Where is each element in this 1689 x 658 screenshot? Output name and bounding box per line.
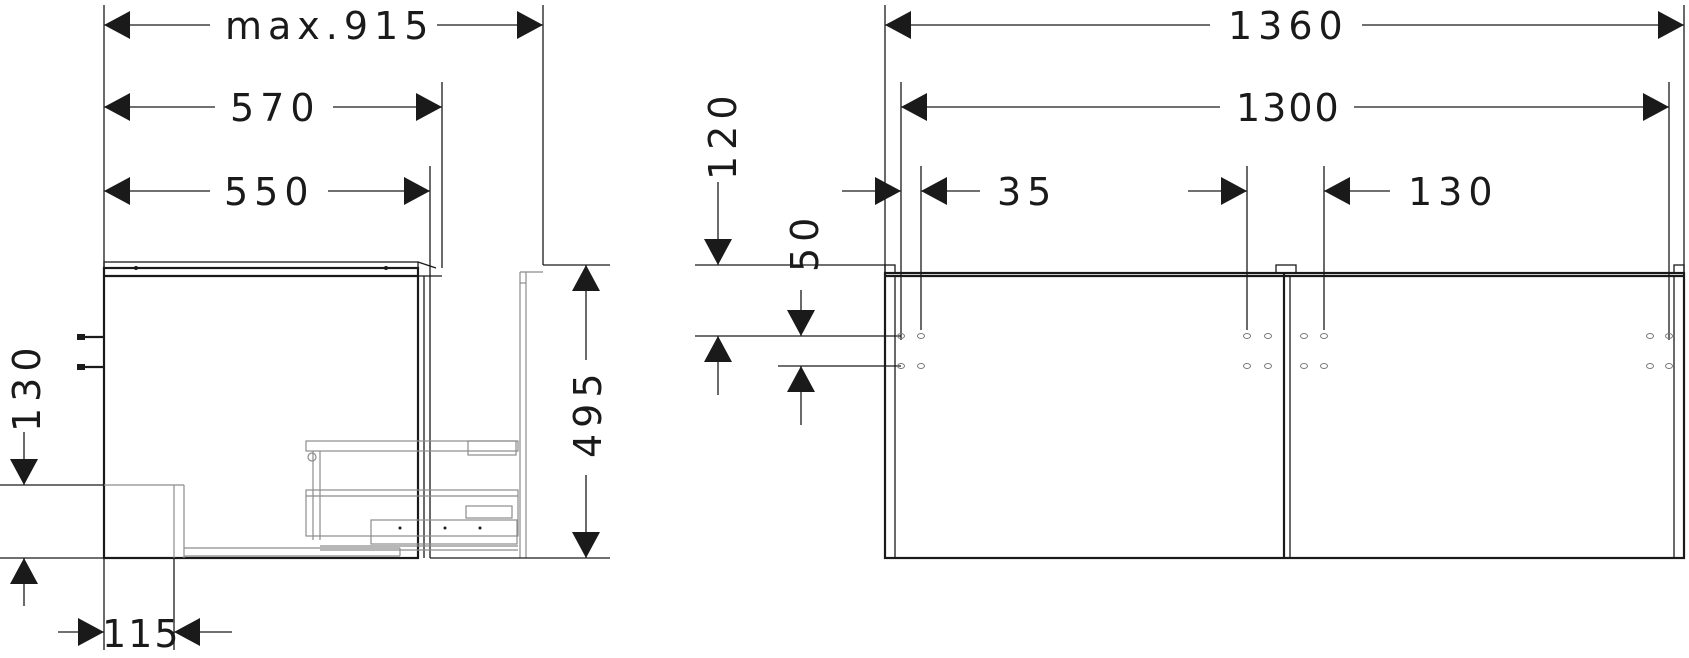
dimension-label-120: 120 — [701, 89, 745, 180]
dimension-label-570: 570 — [230, 86, 321, 130]
cabinet-side-body — [102, 261, 442, 560]
dimension-550: 550 — [104, 170, 430, 214]
dimension-1300: 1300 — [901, 86, 1669, 130]
dimension-label-max-915: max.915 — [225, 4, 434, 48]
dimension-label-550: 550 — [224, 170, 315, 214]
wall-brackets — [77, 334, 104, 370]
dimension-label-130-left: 130 — [5, 341, 49, 432]
dimension-label-50: 50 — [783, 212, 827, 272]
front-view: 1360 1300 35 130 — [695, 4, 1686, 560]
dimension-35: 35 — [842, 170, 1247, 214]
wall-pipe — [0, 484, 401, 559]
dimension-max-915: max.915 — [104, 4, 543, 48]
mounting-holes — [897, 333, 1673, 369]
dimension-130-front: 130 — [1324, 170, 1499, 214]
cabinet-front-body — [883, 264, 1686, 560]
dimension-label-1360: 1360 — [1228, 4, 1349, 48]
dimension-label-1300: 1300 — [1236, 86, 1341, 130]
side-view: max.915 570 550 — [0, 4, 610, 656]
dimension-495: 495 — [430, 264, 610, 559]
dimension-50: 50 — [778, 212, 901, 425]
dimension-label-495: 495 — [566, 367, 610, 458]
drawer-internals — [305, 271, 543, 558]
dimension-label-115: 115 — [102, 612, 181, 656]
dimension-115: 115 — [58, 558, 232, 656]
dimension-label-35: 35 — [997, 170, 1057, 214]
dimension-120: 120 — [695, 89, 901, 395]
dimension-label-130-front: 130 — [1408, 170, 1499, 214]
dimension-570: 570 — [104, 86, 442, 130]
dimension-1360: 1360 — [885, 4, 1684, 48]
dimension-130-left: 130 — [5, 341, 49, 606]
